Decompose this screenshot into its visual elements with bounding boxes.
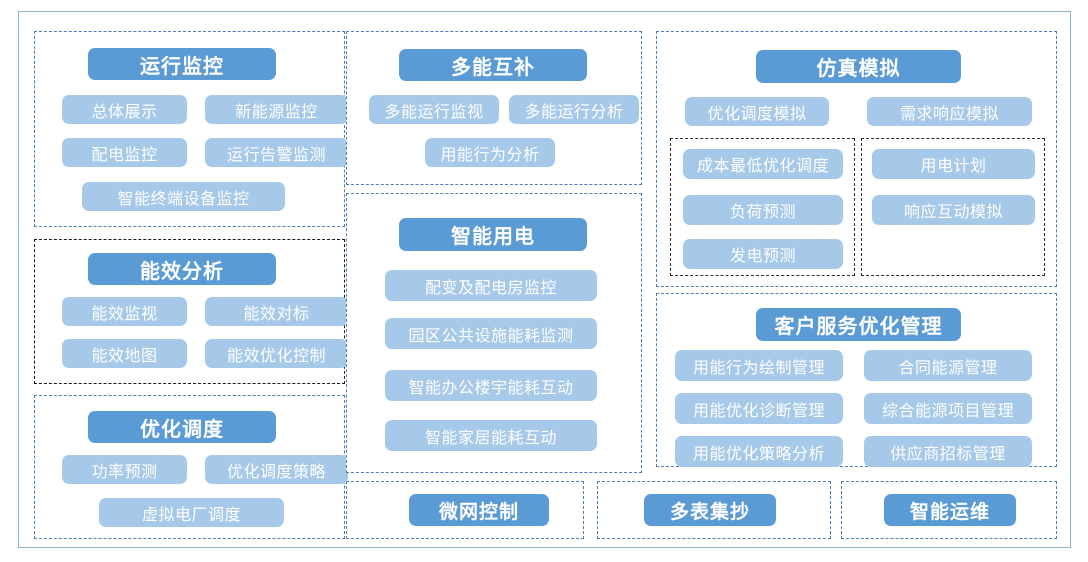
chip-energy-optimization-diagnosis-management[interactable]: 用能优化诊断管理 [675, 393, 843, 424]
panel-title-smart-om: 智能运维 [884, 494, 1016, 526]
chip-energy-behavior-mapping-management[interactable]: 用能行为绘制管理 [675, 350, 843, 381]
chip-efficiency-optimization-control[interactable]: 能效优化控制 [205, 339, 348, 368]
chip-transformer-substation-monitoring[interactable]: 配变及配电房监控 [385, 270, 597, 301]
chip-smart-home-energy-interaction[interactable]: 智能家居能耗互动 [385, 420, 597, 451]
chip-new-energy-monitoring[interactable]: 新能源监控 [205, 95, 348, 124]
chip-generation-forecast[interactable]: 发电预测 [683, 239, 843, 269]
panel-optimal-dispatch: 优化调度 功率预测 优化调度策略 虚拟电厂调度 [34, 395, 348, 539]
panel-customer-service: 客户服务优化管理 用能行为绘制管理 合同能源管理 用能优化诊断管理 综合能源项目… [656, 293, 1057, 467]
chip-multi-energy-operation-analysis[interactable]: 多能运行分析 [509, 95, 639, 124]
chip-overall-display[interactable]: 总体展示 [62, 95, 187, 124]
chip-supplier-bidding-management[interactable]: 供应商招标管理 [864, 436, 1032, 467]
subbox-dispatch-simulation-group: 成本最低优化调度 负荷预测 发电预测 [670, 138, 855, 276]
chip-response-interaction-simulation[interactable]: 响应互动模拟 [872, 195, 1035, 225]
panel-title-microgrid-control: 微网控制 [409, 494, 549, 526]
chip-efficiency-monitoring[interactable]: 能效监视 [62, 297, 187, 326]
panel-smart-om: 智能运维 [841, 481, 1057, 539]
panel-operation-monitoring: 运行监控 总体展示 新能源监控 配电监控 运行告警监测 智能终端设备监控 [34, 31, 348, 227]
panel-title-operation-monitoring: 运行监控 [88, 48, 276, 80]
panel-title-multi-meter-reading: 多表集抄 [644, 494, 776, 526]
chip-energy-optimization-strategy-analysis[interactable]: 用能优化策略分析 [675, 436, 843, 467]
chip-optimal-dispatch-simulation[interactable]: 优化调度模拟 [685, 97, 829, 126]
architecture-diagram: 运行监控 总体展示 新能源监控 配电监控 运行告警监测 智能终端设备监控 能效分… [18, 11, 1071, 548]
panel-title-customer-service: 客户服务优化管理 [756, 308, 961, 341]
chip-load-forecast[interactable]: 负荷预测 [683, 195, 843, 225]
chip-demand-response-simulation[interactable]: 需求响应模拟 [867, 97, 1032, 126]
chip-multi-energy-operation-monitoring[interactable]: 多能运行监视 [369, 95, 499, 124]
panel-energy-efficiency: 能效分析 能效监视 能效对标 能效地图 能效优化控制 [34, 239, 348, 384]
subbox-demand-response-group: 用电计划 响应互动模拟 [861, 138, 1045, 276]
chip-optimal-dispatch-strategy[interactable]: 优化调度策略 [205, 455, 348, 484]
chip-contract-energy-management[interactable]: 合同能源管理 [864, 350, 1032, 381]
chip-power-forecast[interactable]: 功率预测 [62, 455, 187, 484]
panel-title-optimal-dispatch: 优化调度 [88, 411, 276, 443]
panel-title-multi-energy: 多能互补 [399, 49, 587, 81]
panel-smart-power: 智能用电 配变及配电房监控 园区公共设施能耗监测 智能办公楼宇能耗互动 智能家居… [346, 193, 642, 473]
chip-smart-terminal-equipment-monitoring[interactable]: 智能终端设备监控 [82, 182, 285, 211]
panel-title-energy-efficiency: 能效分析 [88, 253, 276, 285]
chip-electricity-plan[interactable]: 用电计划 [872, 149, 1035, 179]
panel-simulation: 仿真模拟 优化调度模拟 需求响应模拟 成本最低优化调度 负荷预测 发电预测 用电… [656, 31, 1057, 287]
panel-title-simulation: 仿真模拟 [756, 50, 961, 83]
chip-park-public-facility-energy-monitoring[interactable]: 园区公共设施能耗监测 [385, 318, 597, 349]
chip-energy-use-behavior-analysis[interactable]: 用能行为分析 [425, 138, 555, 167]
chip-virtual-power-plant-dispatch[interactable]: 虚拟电厂调度 [99, 498, 284, 527]
chip-smart-office-building-energy-interaction[interactable]: 智能办公楼宇能耗互动 [385, 370, 597, 401]
chip-efficiency-benchmarking[interactable]: 能效对标 [205, 297, 348, 326]
panel-multi-energy: 多能互补 多能运行监视 多能运行分析 用能行为分析 [346, 31, 642, 185]
chip-efficiency-map[interactable]: 能效地图 [62, 339, 187, 368]
panel-title-smart-power: 智能用电 [399, 218, 587, 251]
chip-integrated-energy-project-management[interactable]: 综合能源项目管理 [864, 393, 1032, 424]
chip-distribution-monitoring[interactable]: 配电监控 [62, 138, 187, 167]
panel-microgrid-control: 微网控制 [346, 481, 584, 539]
chip-operation-alarm-monitoring[interactable]: 运行告警监测 [205, 138, 348, 167]
panel-multi-meter-reading: 多表集抄 [597, 481, 831, 539]
chip-lowest-cost-optimal-dispatch[interactable]: 成本最低优化调度 [683, 149, 843, 179]
